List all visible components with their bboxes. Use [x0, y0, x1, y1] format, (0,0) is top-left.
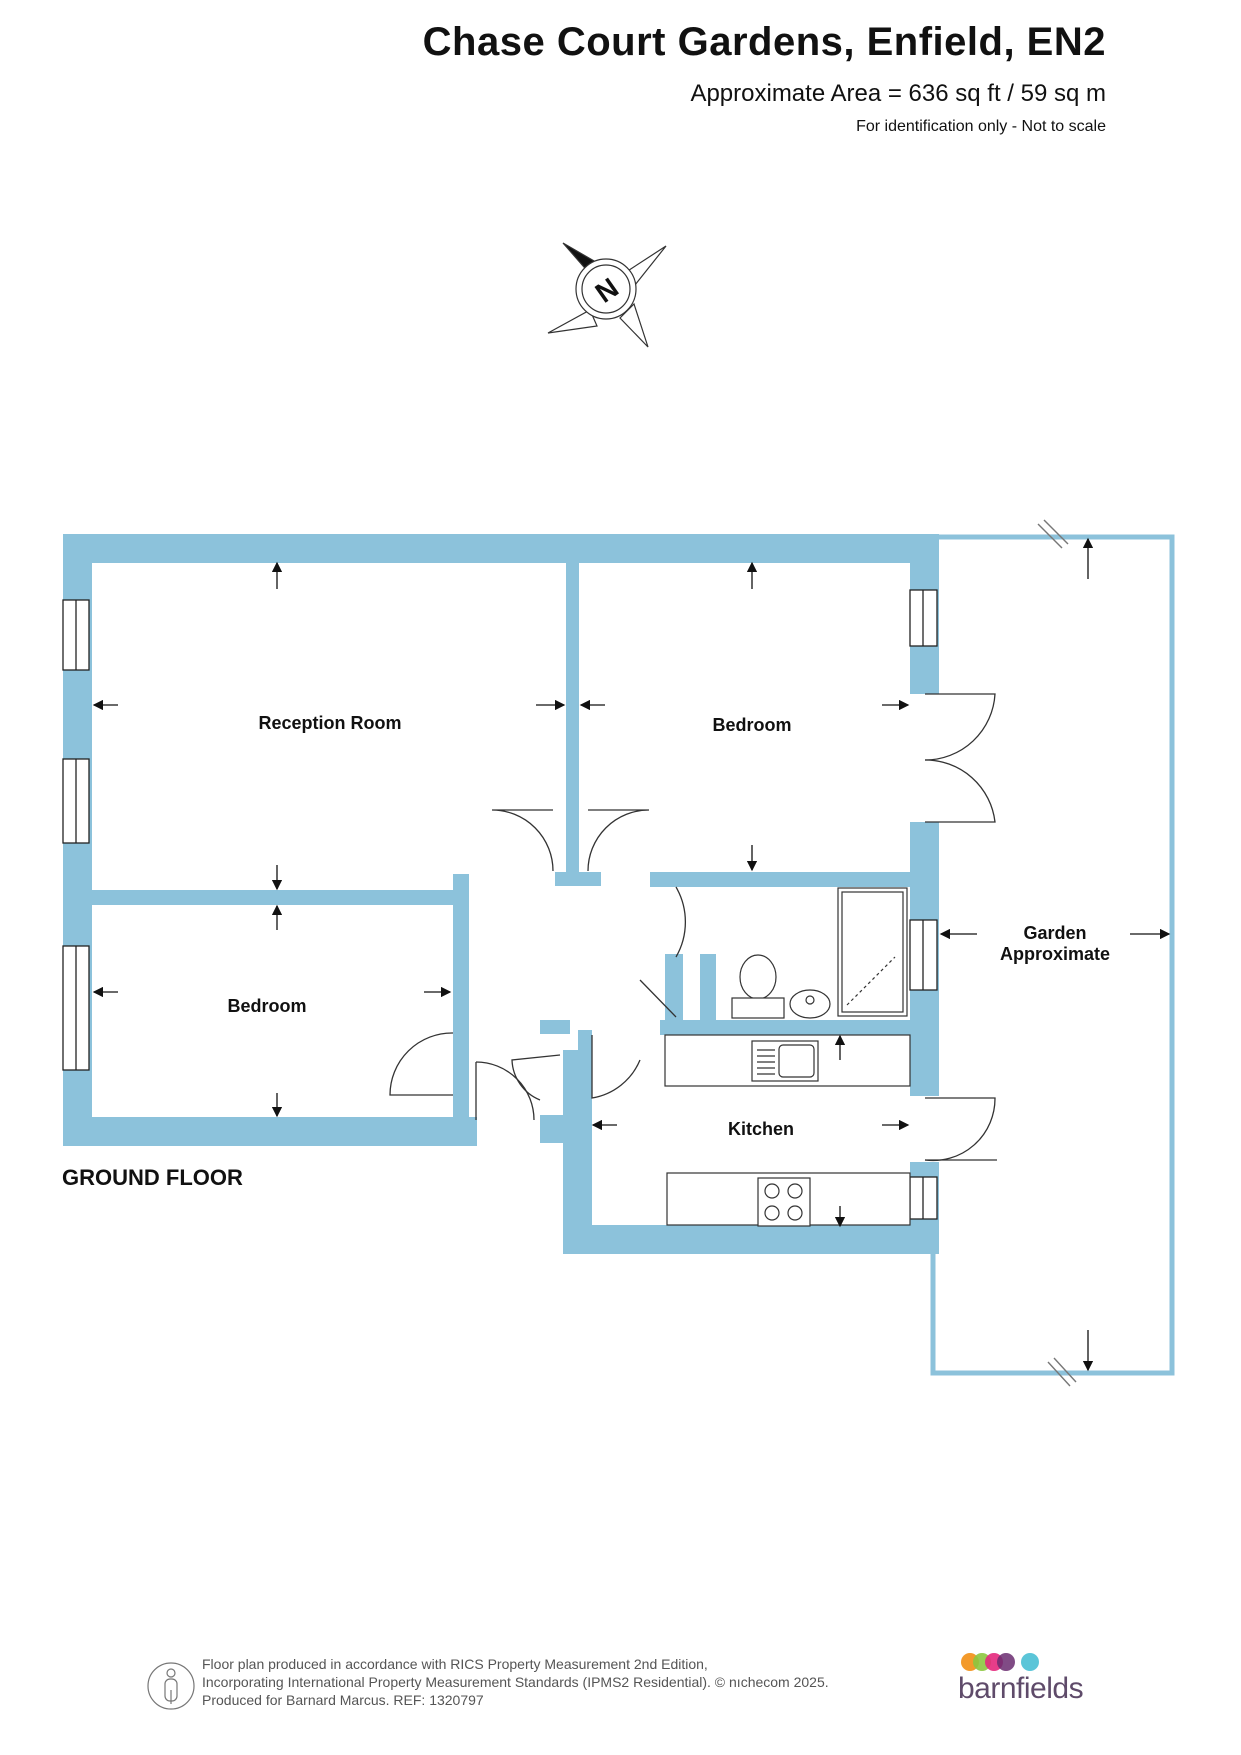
door-swings: [389, 693, 997, 1162]
room-label-bedroom-1: Bedroom: [712, 715, 791, 735]
room-label-reception: Reception Room: [258, 713, 401, 733]
brand-logo-dots: [961, 1653, 1039, 1671]
footer-text: Floor plan produced in accordance with R…: [202, 1655, 829, 1709]
footer-line-3: Produced for Barnard Marcus. REF: 132079…: [202, 1692, 484, 1708]
room-label-garden: Garden: [1023, 923, 1086, 943]
room-label-kitchen: Kitchen: [728, 1119, 794, 1139]
garden-outline: [930, 534, 1175, 1376]
room-label-bedroom-2: Bedroom: [227, 996, 306, 1016]
bathroom-fixtures: [731, 887, 908, 1019]
dimension-arrows: [92, 537, 1171, 1372]
page-title: Chase Court Gardens, Enfield, EN2: [422, 20, 1106, 64]
person-scale-icon: [147, 1662, 195, 1710]
footer-line-2: Incorporating International Property Mea…: [202, 1674, 829, 1690]
brand-logo: barnfields: [958, 1672, 1084, 1705]
toilet: [739, 954, 777, 1000]
floor-label: GROUND FLOOR: [62, 1165, 243, 1190]
garden-break-marks: [1037, 519, 1077, 1387]
approximate-area: Approximate Area = 636 sq ft / 59 sq m: [690, 80, 1106, 107]
windows: [62, 589, 938, 1220]
compass: N: [547, 242, 667, 348]
scale-note: For identification only - Not to scale: [856, 118, 1106, 135]
footer-line-1: Floor plan produced in accordance with R…: [202, 1656, 708, 1672]
kitchen-fixtures: [664, 1034, 911, 1227]
compass-arm-west: [547, 309, 598, 334]
walls: [63, 534, 939, 1254]
hob: [757, 1177, 811, 1227]
room-label-garden-approximate: Approximate: [1000, 944, 1110, 964]
